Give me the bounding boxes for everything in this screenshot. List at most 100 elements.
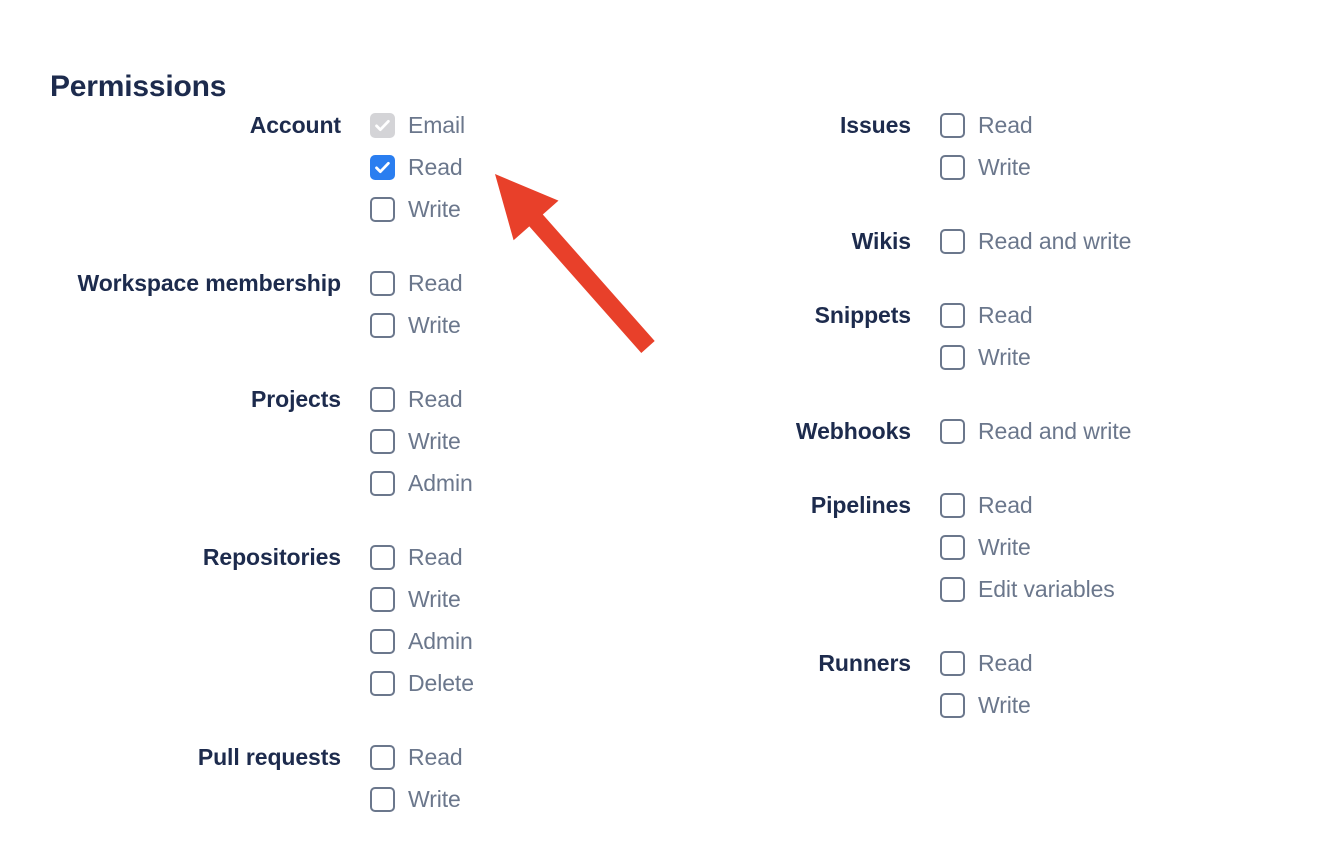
permission-option-label: Write xyxy=(408,428,461,454)
permission-option-row[interactable]: Read xyxy=(940,484,1270,526)
checkbox-admin[interactable] xyxy=(370,470,395,496)
permission-option-row[interactable]: Write xyxy=(940,684,1270,726)
permission-option-row[interactable]: Email xyxy=(370,104,660,146)
permission-option-label: Write xyxy=(408,196,461,222)
permission-option-row[interactable]: Read and write xyxy=(940,220,1270,262)
permission-option-row[interactable]: Write xyxy=(940,526,1270,568)
permission-option-label: Read and write xyxy=(978,228,1132,254)
checkbox-write[interactable] xyxy=(940,154,965,180)
permission-option-label: Admin xyxy=(408,470,473,496)
checkbox-write[interactable] xyxy=(940,344,965,370)
permission-option-label: Write xyxy=(408,312,461,338)
permission-option-label: Write xyxy=(978,534,1031,560)
permission-option-row[interactable]: Write xyxy=(370,578,660,620)
permission-option-row[interactable]: Write xyxy=(940,146,1270,188)
checkbox-delete[interactable] xyxy=(370,670,395,696)
checkbox-write[interactable] xyxy=(370,312,395,338)
checkbox-write[interactable] xyxy=(370,786,395,812)
permission-group-label: Snippets xyxy=(814,302,911,328)
permission-group-label: Wikis xyxy=(851,228,911,254)
checkbox-read[interactable] xyxy=(940,112,965,138)
checkbox-read[interactable] xyxy=(370,744,395,770)
permission-option-row[interactable]: Delete xyxy=(370,662,660,704)
permission-group-label: Workspace membership xyxy=(77,270,342,296)
permission-option-label: Read xyxy=(978,112,1033,138)
checkbox-read-and-write[interactable] xyxy=(940,228,965,254)
permission-group-label: Account xyxy=(249,112,341,138)
permission-option-label: Write xyxy=(978,154,1031,180)
checkbox-write[interactable] xyxy=(940,534,965,560)
permission-option-label: Read and write xyxy=(978,418,1132,444)
checkbox-write[interactable] xyxy=(370,428,395,454)
permission-option-row[interactable]: Read xyxy=(370,536,660,578)
permission-option-row[interactable]: Write xyxy=(370,188,660,230)
checkbox-write[interactable] xyxy=(370,586,395,612)
permission-option-row[interactable]: Read xyxy=(370,378,660,420)
checkbox-read-and-write[interactable] xyxy=(940,418,965,444)
permission-option-row[interactable]: Read xyxy=(370,262,660,304)
checkbox-admin[interactable] xyxy=(370,628,395,654)
checkbox-read[interactable] xyxy=(370,154,395,180)
permission-option-row[interactable]: Write xyxy=(940,336,1270,378)
checkbox-read[interactable] xyxy=(940,302,965,328)
permission-option-row[interactable]: Read xyxy=(940,294,1270,336)
permission-option-label: Write xyxy=(978,344,1031,370)
permission-option-label: Read xyxy=(408,386,463,412)
permission-option-row[interactable]: Write xyxy=(370,304,660,346)
checkbox-read[interactable] xyxy=(940,650,965,676)
permission-group-label: Pipelines xyxy=(810,492,911,518)
permission-option-row[interactable]: Admin xyxy=(370,620,660,662)
checkbox-edit-variables[interactable] xyxy=(940,576,965,602)
checkbox-read[interactable] xyxy=(940,492,965,518)
permission-option-row[interactable]: Write xyxy=(370,420,660,462)
permission-group-label: Pull requests xyxy=(197,744,341,770)
checkbox-write[interactable] xyxy=(370,196,395,222)
permission-option-label: Read xyxy=(408,154,463,180)
checkbox-write[interactable] xyxy=(940,692,965,718)
permission-group: Wikis Read and write xyxy=(610,220,1270,262)
permission-option-row[interactable]: Read xyxy=(940,104,1270,146)
permission-option-row[interactable]: Edit variables xyxy=(940,568,1270,610)
permission-option-label: Read xyxy=(978,302,1033,328)
permission-group-label: Repositories xyxy=(202,544,341,570)
permission-option-label: Write xyxy=(408,786,461,812)
permission-group-label: Webhooks xyxy=(795,418,911,444)
checkbox-read[interactable] xyxy=(370,270,395,296)
checkbox-read[interactable] xyxy=(370,386,395,412)
permission-option-row[interactable]: Read and write xyxy=(940,410,1270,452)
permission-group-options: Read and write xyxy=(911,410,1270,452)
permission-option-row[interactable]: Read xyxy=(940,642,1270,684)
checkbox-email xyxy=(370,112,395,138)
permission-option-row[interactable]: Read xyxy=(370,736,660,778)
permission-option-label: Delete xyxy=(408,670,474,696)
permission-option-label: Read xyxy=(978,492,1033,518)
permission-option-row[interactable]: Write xyxy=(370,778,660,820)
permission-option-label: Write xyxy=(978,692,1031,718)
permission-option-label: Edit variables xyxy=(978,576,1115,602)
permission-group-options: Read and write xyxy=(911,220,1270,262)
permission-group: Webhooks Read and write xyxy=(610,410,1270,452)
permission-option-row[interactable]: Admin xyxy=(370,462,660,504)
checkmark-icon xyxy=(372,115,393,136)
permission-option-row[interactable]: Read xyxy=(370,146,660,188)
checkbox-read[interactable] xyxy=(370,544,395,570)
